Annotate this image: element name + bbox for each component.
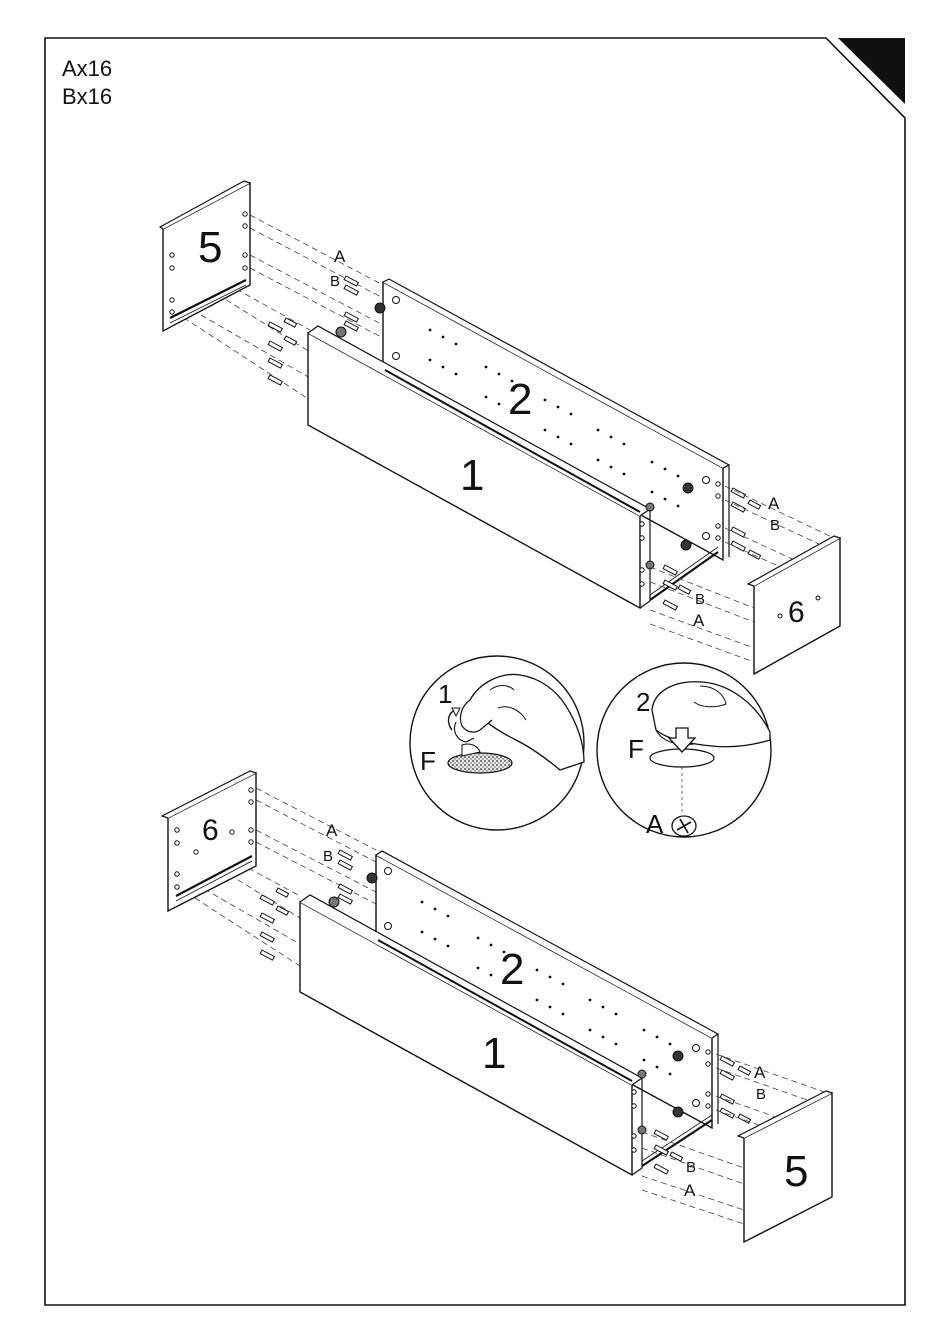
label-b-bottom-left: B: [323, 848, 333, 865]
top-assembly: 5 2: [160, 181, 840, 674]
label-b-top-right-lower: B: [695, 591, 705, 608]
step-2-screw-label: A: [646, 809, 664, 839]
parts-count-b: Bx16: [62, 84, 112, 109]
side-panel-right-bottom: 5: [738, 1091, 832, 1242]
side-panel-left-bottom: 6: [162, 771, 256, 911]
label-a-bottom-right: A: [754, 1063, 766, 1082]
step-2-felt-label: F: [628, 734, 644, 764]
label-b-top-left: B: [330, 273, 340, 290]
label-a-bottom-right-lower: A: [684, 1181, 696, 1200]
label-a-top-right-lower: A: [693, 611, 705, 630]
label-a-top-right: A: [768, 494, 780, 513]
label-b-bottom-right-lower: B: [686, 1159, 696, 1176]
felt-pad-step-2: 2 F A: [597, 663, 771, 839]
panel-number-1-top: 1: [460, 451, 484, 500]
felt-pad-step-1: 1 F: [410, 656, 584, 830]
panel-number-5-bottom: 5: [784, 1147, 808, 1196]
step-2-number: 2: [636, 687, 650, 717]
panel-number-6-bottom: 6: [202, 814, 219, 847]
label-b-top-right: B: [770, 517, 780, 534]
step-1-felt-label: F: [420, 746, 436, 776]
bottom-assembly: 6 2: [162, 771, 832, 1242]
panel-number-5-top: 5: [198, 223, 222, 272]
side-panel-left-top: 5: [160, 181, 250, 331]
corner-tab: [838, 38, 905, 104]
label-a-top-left: A: [334, 247, 346, 266]
side-panel-right-top: 6: [748, 536, 840, 674]
panel-number-1-bottom: 1: [482, 1029, 506, 1078]
label-a-bottom-left: A: [326, 821, 338, 840]
label-b-bottom-right: B: [756, 1086, 766, 1103]
parts-count-a: Ax16: [62, 56, 112, 81]
panel-number-6-top: 6: [788, 596, 805, 629]
panel-number-2-top: 2: [508, 375, 532, 424]
panel-number-2-bottom: 2: [500, 945, 524, 994]
step-1-number: 1: [438, 679, 452, 709]
